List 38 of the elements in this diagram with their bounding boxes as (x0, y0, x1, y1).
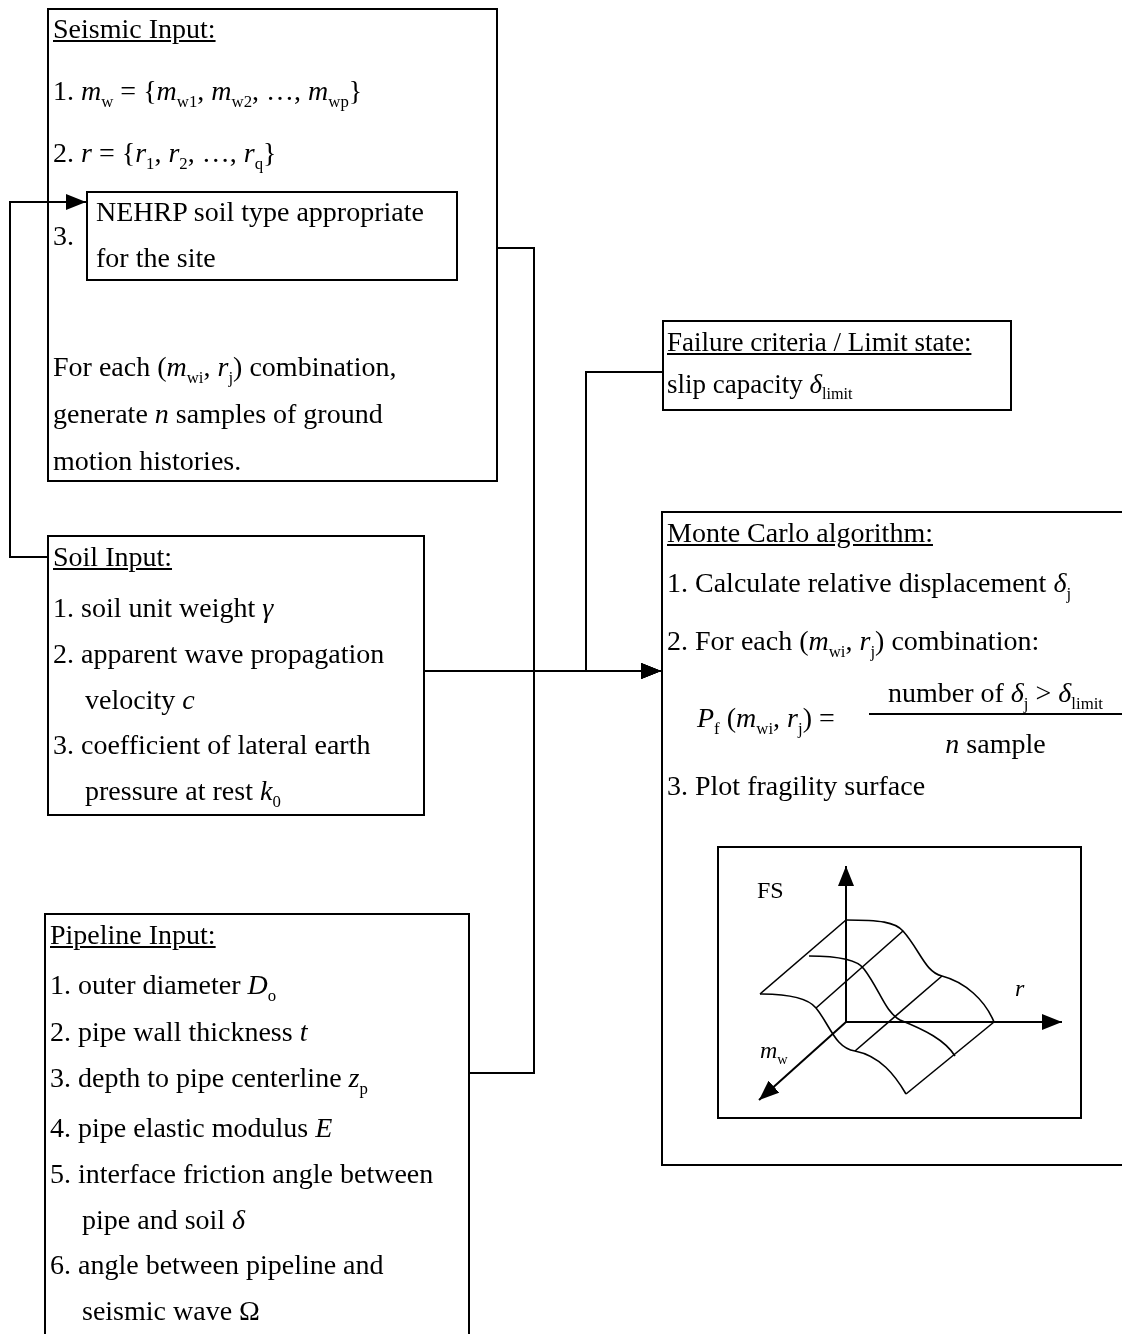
connector-arrow (9, 194, 87, 558)
axis-label: FS (757, 876, 785, 905)
list-item: 4. pipe elastic modulus E (50, 1111, 334, 1145)
input-box (47, 8, 498, 482)
list-item: 6. angle between pipeline and seismic wave Ω (50, 1248, 385, 1328)
criteria-box (662, 320, 1012, 411)
input-box (44, 913, 470, 1334)
list-item: 1. m$_{w}$ = {m$_{w1}$, m$_{w2}$, …, m$_{wp}$} (53, 74, 364, 113)
box-heading: Seismic Input: (53, 12, 217, 46)
list-item: 3. coefficient of lateral earth pressure at rest k$_{0}$ (53, 728, 372, 813)
list-item: slip capacity δ$_{limit}$ (667, 368, 854, 405)
box-heading: Pipeline Input: (50, 918, 217, 952)
list-item: 3. (53, 219, 75, 253)
list-item: 1. outer diameter D$_{o}$ (50, 968, 278, 1007)
list-item: 2. apparent wave propagation velocity c (53, 637, 386, 717)
box-heading: Failure criteria / Limit state: (667, 326, 973, 359)
box-heading: Soil Input: (53, 540, 173, 574)
soil-type-box (86, 191, 458, 281)
list-item: 3. depth to pipe centerline z$_{p}$ (50, 1061, 369, 1100)
list-item: 2. pipe wall thickness t (50, 1015, 309, 1049)
box-heading: Monte Carlo algorithm: (667, 516, 934, 550)
list-item: For each (m$_{wi}$, r$_{j}$) combination, generate n samples of ground motion histories. (53, 350, 398, 478)
plot-panel (717, 846, 1082, 1119)
list-item: 2. For each (m$_{wi}$, r$_{j}$) combination: (667, 624, 1041, 663)
list-item: 2. r = {r$_{1}$, r$_{2}$, …, r$_{q}$} (53, 136, 278, 175)
connector-arrow (585, 371, 663, 679)
list-item: 3. Plot fragility surface (667, 769, 927, 803)
fraction-part: number of δ$_{j}$ > δ$_{limit}$ (869, 673, 1122, 715)
list-item: 5. interface friction angle between pipe and soil δ (50, 1157, 435, 1237)
list-item: 1. soil unit weight γ (53, 591, 275, 625)
list-item: P$_{f}$ (m$_{wi}$, r$_{j}$) = (697, 701, 836, 740)
axis-label: m$_{w}$ (760, 1036, 789, 1065)
list-item: 1. Calculate relative displacement δ$_{j}$ (667, 566, 1073, 605)
box-text: NEHRP soil type appropriate for the site (96, 195, 425, 275)
input-box (47, 535, 425, 816)
axis-label: r (1015, 974, 1026, 1003)
algorithm-box (661, 511, 1122, 1166)
fraction-part: n sample (944, 727, 1047, 761)
